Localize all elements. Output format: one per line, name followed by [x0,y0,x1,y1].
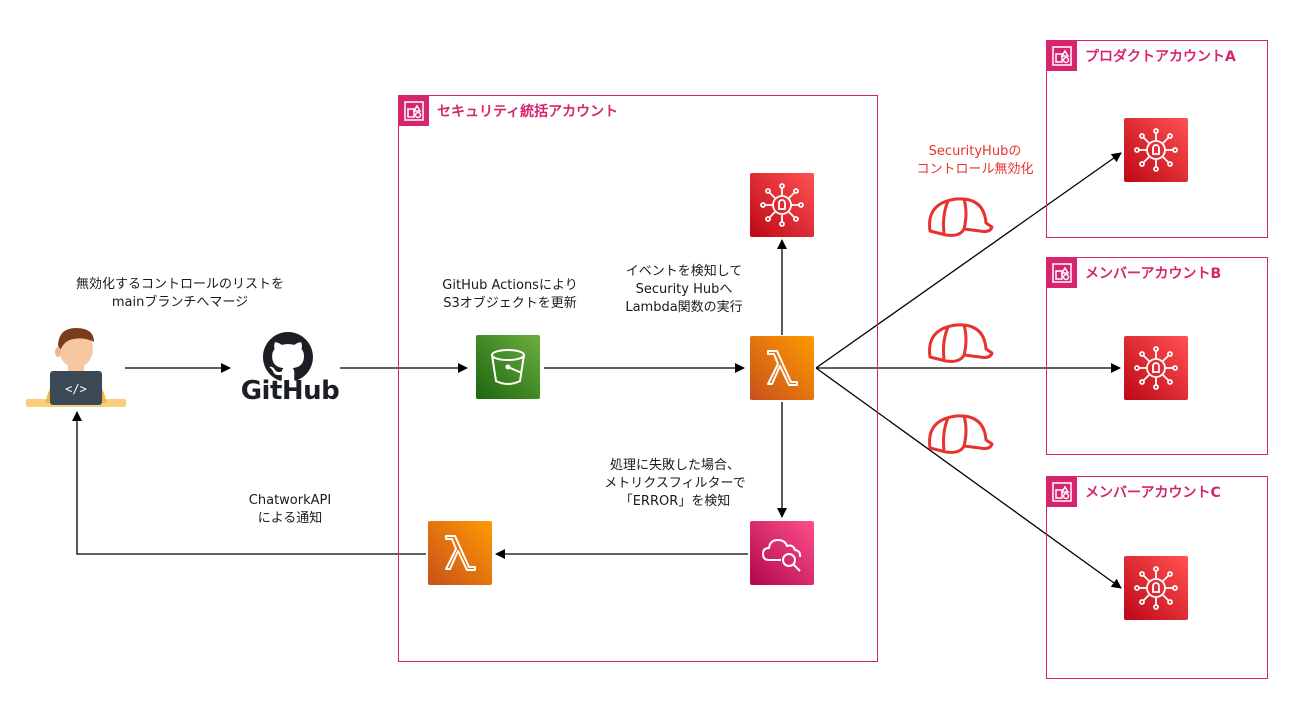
account-group-icon [1047,477,1077,507]
developer-caption-line: 無効化するコントロールのリストを [75,277,284,292]
security-hub-icon [1134,128,1178,172]
svg-text:</>: </> [65,382,87,396]
lambda-main [750,336,814,400]
github-actions-caption-line: GitHub Actionsにより [442,278,578,293]
disable-controls-caption-line: SecurityHubの [928,144,1022,159]
github-actions-caption-line: S3オブジェクトを更新 [443,296,577,311]
arrow-lambda-to-account-a [815,152,1122,369]
github: GitHub [235,332,345,412]
account-group-icon [1047,41,1077,71]
disable-controls-caption-line: コントロール無効化 [916,162,1034,177]
member-account-b-header: メンバーアカウントB [1047,258,1221,288]
event-detect-caption-line: イベントを検知して [625,264,743,279]
lambda-notify [428,521,492,585]
cloudwatch [750,521,814,585]
product-account-a-group: プロダクトアカウントA [1046,40,1268,238]
failure-caption: 処理に失敗した場合、 メトリクスフィルターで 「ERROR」を検知 [585,457,765,511]
member-account-c-title: メンバーアカウントC [1085,485,1221,501]
arrow-lambda-to-account-c [815,367,1122,589]
developer-laptop-icon: </> [26,328,126,407]
security-hub-icon [760,183,804,227]
account-group-icon [399,96,429,126]
security-hub-account-a [1124,118,1188,182]
member-account-b-group: メンバーアカウントB [1046,257,1268,455]
disable-controls-caption: SecurityHubの コントロール無効化 [890,143,1060,179]
chatwork-caption: ChatworkAPI による通知 [220,492,360,528]
failure-caption-line: メトリクスフィルターで [604,476,746,491]
security-hub-account-b [1124,336,1188,400]
member-account-c-header: メンバーアカウントC [1047,477,1221,507]
developer: </> [24,325,128,409]
github-logo-text: GitHub [240,376,340,406]
developer-caption-line: mainブランチへマージ [111,295,249,310]
hard-hat-icon [924,193,996,239]
github-octocat-icon [263,332,313,381]
hard-hat-icon [924,410,996,456]
security-hub-account-c [1124,556,1188,620]
lambda-icon [767,350,798,386]
member-account-c-group: メンバーアカウントC [1046,476,1268,679]
chatwork-caption-line: ChatworkAPI [248,493,332,508]
hard-hat-icon [924,319,996,365]
member-account-b-title: メンバーアカウントB [1085,266,1222,282]
s3-bucket-icon [491,349,525,385]
s3-bucket [476,335,540,399]
security-hub-icon [1134,346,1178,390]
account-group-icon [1047,258,1077,288]
product-account-a-header: プロダクトアカウントA [1047,41,1236,71]
developer-caption: 無効化するコントロールのリストを mainブランチへマージ [40,276,320,312]
event-detect-caption-line: Security Hubへ [635,282,733,297]
security-hub-icon [1134,566,1178,610]
cloudwatch-icon [761,538,802,572]
chatwork-caption-line: による通知 [257,511,323,526]
product-account-a-title: プロダクトアカウントA [1085,49,1236,65]
event-detect-caption: イベントを検知して Security Hubへ Lambda関数の実行 [594,263,774,317]
security-account-header: セキュリティ統括アカウント [399,96,618,126]
security-account-group: セキュリティ統括アカウント [398,95,878,662]
event-detect-caption-line: Lambda関数の実行 [625,300,743,315]
security-hub-admin [750,173,814,237]
github-actions-caption: GitHub Actionsにより S3オブジェクトを更新 [410,277,610,313]
failure-caption-line: 処理に失敗した場合、 [609,458,740,473]
failure-caption-line: 「ERROR」を検知 [619,494,731,509]
arrow-notify-to-dev [72,411,426,555]
lambda-icon [445,535,476,571]
security-account-title: セキュリティ統括アカウント [437,104,619,120]
